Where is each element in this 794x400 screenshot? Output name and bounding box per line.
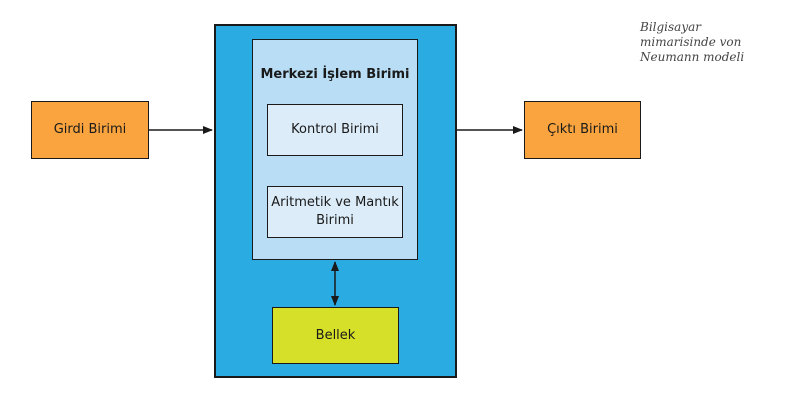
- memory-label: Bellek: [315, 327, 356, 343]
- alu-box: Aritmetik ve Mantık Birimi: [267, 186, 403, 238]
- input-unit-label: Girdi Birimi: [53, 122, 127, 138]
- memory-box: Bellek: [272, 307, 399, 364]
- control-unit-box: Kontrol Birimi: [267, 104, 403, 156]
- input-unit-box: Girdi Birimi: [31, 101, 149, 159]
- figure-caption: Bilgisayar mimarisinde von Neumann model…: [640, 20, 745, 64]
- output-unit-box: Çıktı Birimi: [524, 101, 641, 159]
- cpu-title: Merkezi İşlem Birimi: [260, 67, 410, 82]
- output-unit-label: Çıktı Birimi: [547, 122, 618, 138]
- alu-label: Aritmetik ve Mantık Birimi: [271, 195, 399, 228]
- control-unit-label: Kontrol Birimi: [291, 122, 379, 138]
